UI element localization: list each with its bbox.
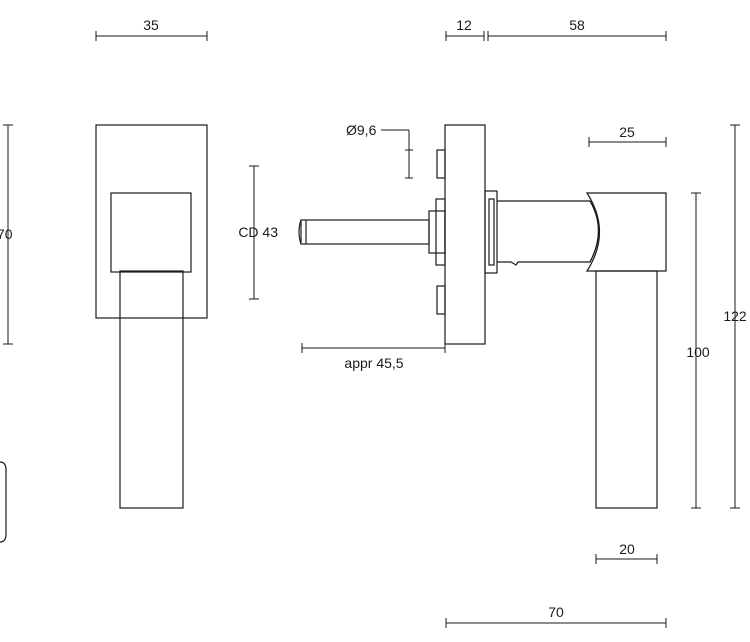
dim-center-distance-label: CD 43	[238, 224, 278, 240]
screw-boss-bottom	[436, 285, 446, 315]
dim-spindle-length: appr 45,5	[301, 343, 446, 371]
dim-projection: 58	[487, 17, 667, 41]
screw-boss-top	[436, 149, 446, 179]
rosette-plate	[444, 124, 486, 345]
spindle-tip	[298, 219, 302, 245]
front-lever-head	[110, 192, 192, 273]
dim-lever-width-label: 20	[619, 541, 635, 557]
dim-total-height: 122	[723, 124, 747, 509]
dim-rosette-thickness-label: 12	[456, 17, 472, 33]
lever-neck	[497, 200, 599, 266]
dim-top-width: 35	[95, 17, 208, 41]
dim-total-depth-label: 70	[548, 604, 564, 620]
spindle-collar-step	[435, 198, 446, 266]
washer	[484, 190, 498, 274]
washer-inner	[488, 198, 495, 266]
front-lever-shaft	[119, 270, 184, 509]
dim-lever-length-label: 100	[686, 344, 710, 360]
dim-lever-length: 100	[686, 192, 710, 509]
side-view	[298, 124, 667, 509]
dim-spindle-diameter: Ø9,6	[346, 122, 413, 179]
dim-spindle-diameter-label: Ø9,6	[346, 122, 377, 138]
dim-projection-label: 58	[569, 17, 585, 33]
dim-lever-width: 20	[595, 541, 658, 564]
dim-rosette-thickness: 12	[445, 17, 485, 41]
dim-total-depth: 70	[445, 604, 667, 628]
dim-left-height-label: 70	[0, 226, 13, 242]
partial-view-frame	[0, 461, 7, 543]
spindle-collar	[428, 210, 446, 254]
lever-knee-curve	[589, 200, 599, 263]
dim-center-distance: CD 43	[238, 165, 278, 300]
dim-grip-width: 25	[588, 124, 667, 147]
dim-left-height: 70	[0, 124, 13, 345]
spindle	[300, 219, 430, 245]
front-rosette	[95, 124, 208, 319]
dim-total-height-label: 122	[723, 308, 747, 324]
dim-top-width-label: 35	[143, 17, 159, 33]
front-view	[95, 124, 208, 509]
dim-grip-width-label: 25	[619, 124, 635, 140]
dim-spindle-length-label: appr 45,5	[344, 355, 403, 371]
dimension-lines: 35 12 58 70 CD 43	[0, 17, 747, 628]
side-lever-shaft	[595, 270, 658, 509]
